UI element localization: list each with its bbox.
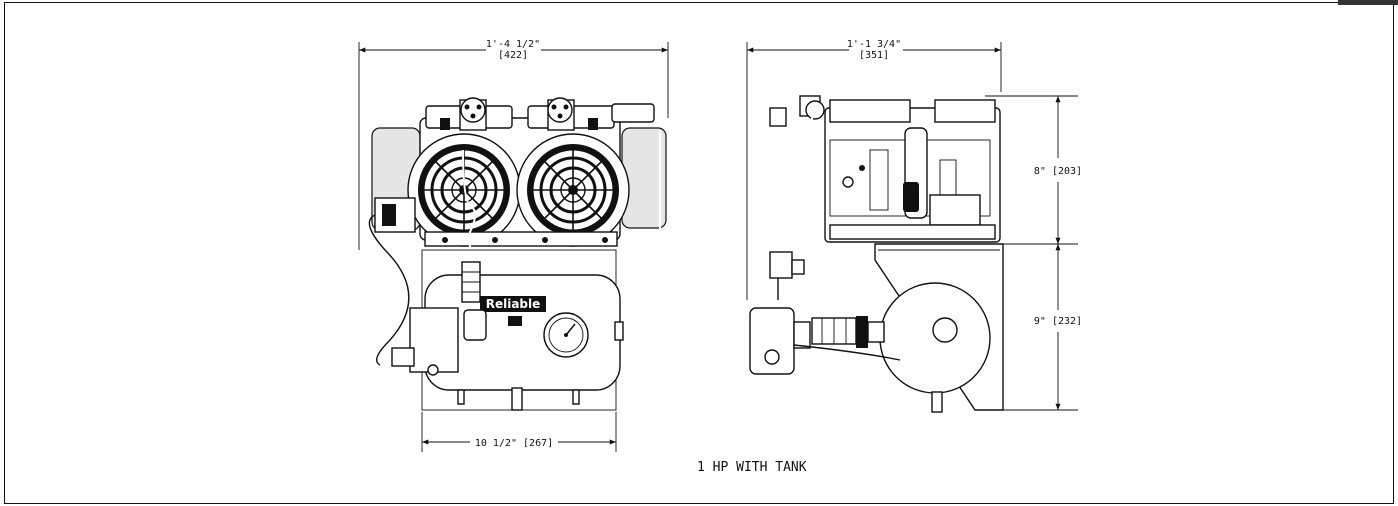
side-height-upper-label: 8" [203] xyxy=(1034,166,1082,177)
right-air-fitting-icon xyxy=(547,97,575,131)
front-view: 1'-4 1/2" [422] xyxy=(358,39,669,452)
side-width-mm-label: [351] xyxy=(859,50,889,61)
side-height-lower-label: 9" [232] xyxy=(1034,316,1082,327)
pressure-switch xyxy=(409,307,459,373)
brand-plate xyxy=(480,296,546,312)
tank-end xyxy=(879,282,991,394)
side-width-label: 1'-1 3/4" xyxy=(847,39,901,50)
front-base-label: 10 1/2" [267] xyxy=(475,438,553,449)
brand-label: Reliable xyxy=(486,297,541,311)
front-width-dimension: 1'-4 1/2" [422] xyxy=(358,39,669,250)
corner-tab xyxy=(1338,0,1398,5)
side-width-dimension: 1'-1 3/4" [351] xyxy=(746,39,1002,300)
side-view: 1'-1 3/4" [351] xyxy=(746,39,1082,413)
right-fan-icon xyxy=(515,132,631,248)
pressure-gauge-icon xyxy=(543,312,589,358)
front-width-mm-label: [422] xyxy=(498,50,528,61)
side-height-dimension: 8" [203] 9" [232] xyxy=(880,95,1082,411)
left-air-fitting-icon xyxy=(459,97,487,131)
drawing-caption: 1 HP WITH TANK xyxy=(697,460,807,475)
front-width-label: 1'-4 1/2" xyxy=(486,39,540,50)
drawing-frame xyxy=(4,2,1394,504)
front-base-dimension: 10 1/2" [267] xyxy=(421,412,617,452)
